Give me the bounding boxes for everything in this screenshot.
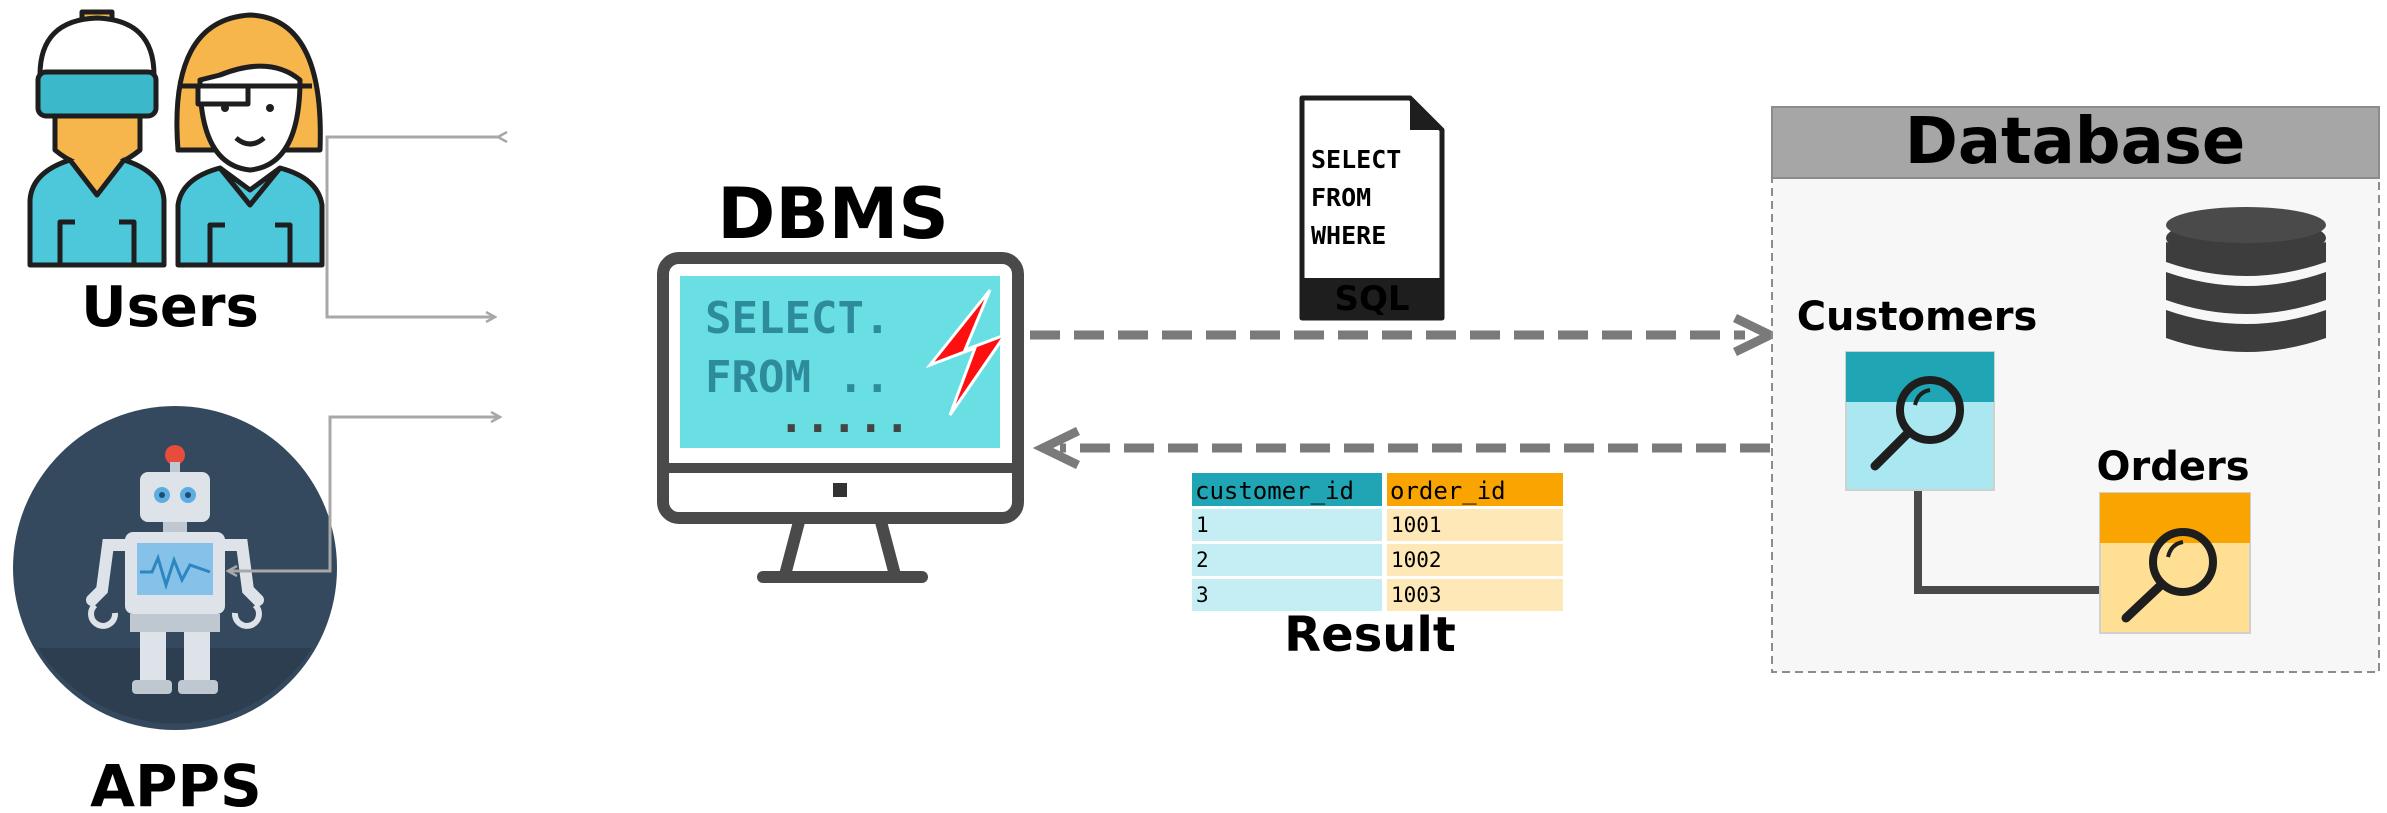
connector-lines <box>228 137 500 571</box>
table-cell: 2 <box>1196 548 1209 572</box>
screen-line-from: FROM .. <box>705 352 890 403</box>
table-row <box>1192 544 1382 576</box>
table-header-cell <box>1387 473 1563 506</box>
table-header-customer-id: customer_id <box>1195 477 1354 505</box>
sql-doc-line-from: FROM <box>1311 183 1371 212</box>
users-connector <box>325 137 498 317</box>
table-row <box>1387 509 1563 541</box>
users-icon <box>27 9 325 268</box>
sql-doc-tag: SQL <box>1334 279 1409 319</box>
sql-document-icon <box>1299 95 1445 321</box>
orders-table-icon <box>2099 492 2251 634</box>
users-label: Users <box>81 275 259 340</box>
result-table <box>1192 473 1563 611</box>
screen-line-select: SELECT. <box>705 293 890 344</box>
table-row <box>1192 509 1382 541</box>
table-header-cell <box>1192 473 1382 506</box>
result-label: Result <box>1284 607 1456 663</box>
response-arrow <box>1032 426 1770 470</box>
table-row <box>1387 579 1563 611</box>
glasses-user-icon <box>174 12 325 268</box>
sql-doc-line-where: WHERE <box>1311 221 1386 250</box>
robot-icon <box>13 406 337 730</box>
database-title: Database <box>1905 105 2246 179</box>
customers-label: Customers <box>1797 294 2038 340</box>
screen-line-dots: ..... <box>778 392 910 443</box>
customers-table-icon <box>1845 351 1995 491</box>
apps-connector <box>228 415 498 571</box>
table-cell: 1 <box>1196 513 1209 537</box>
request-arrow <box>1030 313 1781 357</box>
database-icon <box>2166 207 2326 352</box>
table-row <box>1387 544 1563 576</box>
sql-doc-line-select: SELECT <box>1311 145 1401 174</box>
table-cell: 1003 <box>1391 583 1442 607</box>
table-cell: 1001 <box>1391 513 1442 537</box>
apps-label: APPS <box>90 752 262 813</box>
table-row <box>1192 579 1382 611</box>
table-cell: 3 <box>1196 583 1209 607</box>
monitor-icon <box>657 252 1024 583</box>
vr-user-icon <box>27 9 167 268</box>
relation-line <box>1914 490 2105 594</box>
dbms-label: DBMS <box>717 173 949 255</box>
table-cell: 1002 <box>1391 548 1442 572</box>
table-header-order-id: order_id <box>1390 477 1506 505</box>
orders-label: Orders <box>2096 444 2249 490</box>
